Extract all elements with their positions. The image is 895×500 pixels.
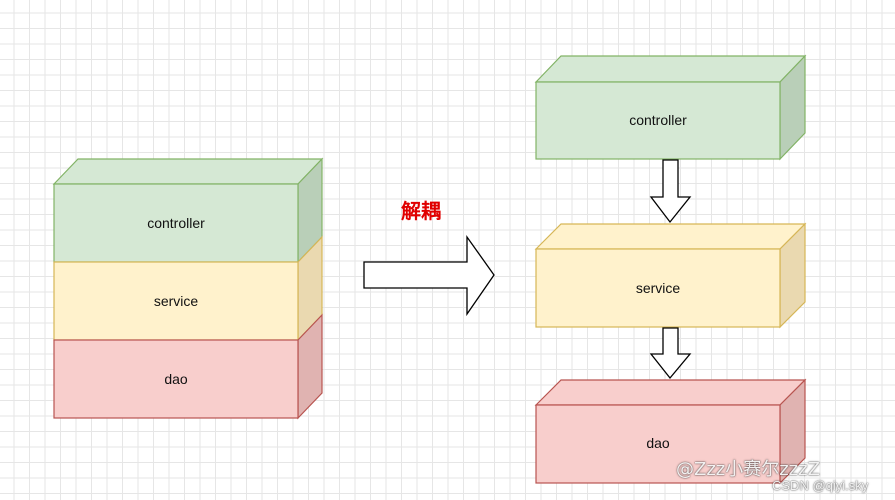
right-controller-top-face [534, 55, 807, 83]
right-service-front-face [535, 248, 781, 328]
down-arrow-icon-1 [649, 159, 692, 224]
right-service-label: service [636, 280, 681, 296]
watermark-author: @Zzz小赛尔zzzZ [676, 459, 820, 480]
left-dao-block: dao [53, 313, 323, 420]
left-dao-label: dao [164, 371, 188, 387]
right-dao-front-face [535, 404, 781, 484]
left-controller-label: controller [147, 215, 205, 231]
left-service-label: service [154, 293, 199, 309]
right-controller-block: controller [534, 54, 807, 161]
right-service-block: service [534, 222, 807, 329]
right-controller-label: controller [629, 112, 687, 128]
right-service-top-face [534, 223, 807, 250]
left-controller-front-face [53, 183, 299, 263]
decouple-arrow-icon [363, 234, 495, 317]
right-controller-front-face [535, 81, 781, 160]
watermark-source: CSDN @qiyi.sky [772, 478, 869, 493]
left-controller-top-face [52, 158, 324, 185]
right-dao-block: dao [534, 378, 807, 485]
down-arrow-icon-2 [649, 327, 692, 380]
right-dao-label: dao [646, 435, 670, 451]
decouple-label: 解耦 [401, 199, 441, 223]
left-layer-stack: controller service dao [52, 157, 324, 420]
right-dao-top-face [534, 379, 807, 406]
left-dao-front-face [53, 339, 299, 419]
left-controller-block: controller [52, 157, 324, 264]
